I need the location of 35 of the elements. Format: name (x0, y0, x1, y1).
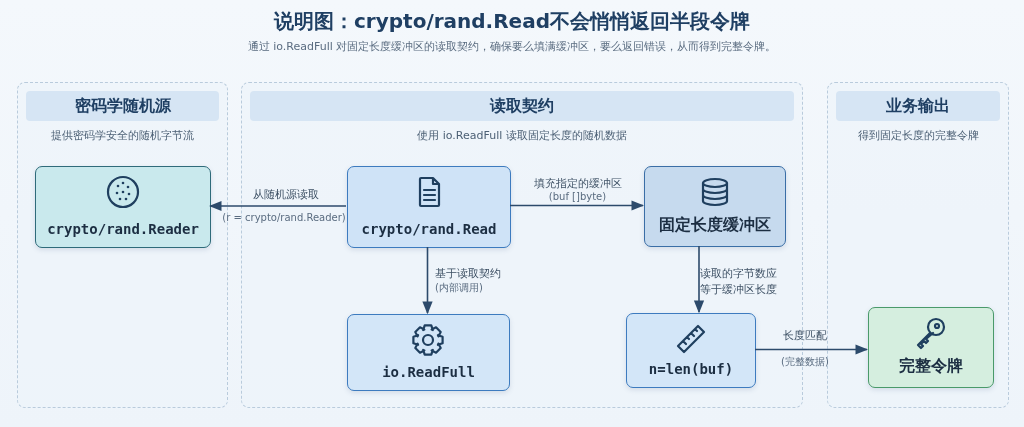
process-box (644, 166, 786, 247)
edge-label: 基于读取契约 (435, 266, 502, 281)
edge-label: 从随机源读取 (252, 187, 320, 202)
node-label: 固定长度缓冲区 (658, 215, 772, 236)
arrow (509, 200, 645, 211)
edge-note: (r = crypto/rand.Reader) (222, 212, 346, 223)
panel-description: 提供密码学安全的随机字节流 (50, 128, 195, 143)
node-label: crypto/rand.Reader (46, 221, 200, 237)
group-panel (827, 82, 1009, 408)
process-box (347, 166, 511, 248)
arrow (422, 246, 433, 315)
edge-note: (内部调用) (435, 281, 484, 295)
edge-note: (完整数据) (780, 355, 830, 369)
arrow (693, 245, 705, 314)
arrow (754, 344, 869, 355)
panel-description: 使用 io.ReadFull 读取固定长度的随机数据 (416, 128, 628, 143)
title: 说明图：crypto/rand.Read不会悄悄返回半段令牌 (272, 8, 751, 35)
node-label: 完整令牌 (898, 356, 964, 377)
process-box (626, 313, 756, 388)
panel-heading: 密码学随机源 (26, 91, 219, 121)
process-box (347, 314, 510, 391)
node-label: n=len(buf) (647, 361, 735, 377)
panel-description: 得到固定长度的完整令牌 (856, 128, 980, 143)
process-box (35, 166, 211, 248)
edge-label: 长度匹配 (782, 328, 828, 343)
node-label: io.ReadFull (381, 364, 476, 380)
process-box (868, 307, 994, 388)
panel-heading: 业务输出 (836, 91, 1000, 121)
node-label: crypto/rand.Read (360, 221, 498, 237)
edge-note: (buf []byte) (547, 191, 608, 202)
edge-label: 读取的字节数应等于缓冲区长度 (700, 266, 778, 298)
edge-label: 填充指定的缓冲区 (532, 176, 623, 191)
subtitle: 通过 io.ReadFull 对固定长度缓冲区的读取契约，确保要么填满缓冲区，要么返回错误，从而得到完整令牌。 (246, 39, 778, 54)
arrow (208, 200, 347, 212)
panel-heading: 读取契约 (250, 91, 794, 121)
